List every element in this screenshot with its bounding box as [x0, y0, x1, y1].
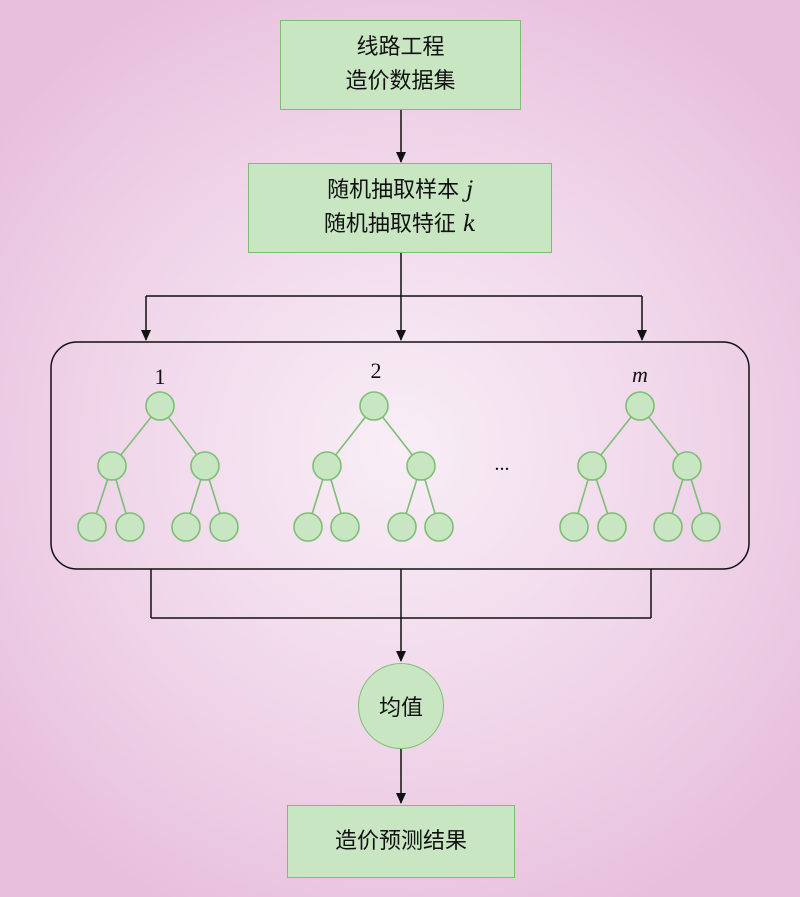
dataset-box: 线路工程 造价数据集 — [280, 20, 521, 110]
tree-2-leaf-node — [424, 512, 454, 542]
sampling-line-1: 随机抽取样本 j — [327, 174, 473, 208]
tree-label-1: 1 — [154, 364, 166, 389]
mean-node: 均值 — [358, 663, 444, 749]
tree-2-edge — [424, 479, 436, 514]
sampling-var-k: k — [462, 212, 477, 237]
tree-1-leaf-node — [115, 512, 145, 542]
tree-ellipsis: ... — [495, 453, 510, 475]
forest-container — [50, 341, 750, 570]
dataset-line-2: 造价数据集 — [345, 69, 456, 94]
tree-1-leaf-node — [171, 512, 201, 542]
tree-2-leaf-node — [330, 512, 360, 542]
tree-3-root-node — [625, 391, 655, 421]
tree-1-leaf-node — [209, 512, 239, 542]
tree-3-edge — [648, 416, 679, 456]
tree-1-edge — [115, 479, 127, 514]
tree-3-leaf-node — [597, 512, 627, 542]
mean-label: 均值 — [378, 696, 423, 721]
tree-3-edge — [577, 479, 589, 514]
tree-label-2: 2 — [370, 358, 382, 383]
dataset-line-1: 线路工程 — [356, 35, 445, 60]
tree-2-leaf-node — [293, 512, 323, 542]
tree-3-leaf-node — [559, 512, 589, 542]
tree-1-leaf-node — [77, 512, 107, 542]
sampling-var-j: j — [466, 178, 473, 203]
tree-3-leaf-node — [653, 512, 683, 542]
sampling-line-1-text: 随机抽取样本 — [327, 178, 460, 203]
result-box: 造价预测结果 — [287, 805, 515, 878]
sampling-box: 随机抽取样本 j 随机抽取特征 k — [248, 163, 552, 253]
tree-2-edge — [382, 416, 413, 456]
tree-1-edge — [189, 479, 202, 514]
tree-2-edge — [330, 479, 342, 514]
tree-label-m: m — [632, 362, 648, 387]
tree-2-leaf-node — [387, 512, 417, 542]
tree-2-edge — [335, 416, 366, 456]
tree-1-edge — [95, 479, 109, 514]
tree-2-edge — [311, 479, 324, 514]
tree-3-edge — [671, 479, 684, 514]
tree-2-edge — [405, 479, 418, 514]
tree-1-edge — [167, 416, 198, 456]
tree-3-internal-node — [672, 451, 702, 481]
result-label: 造价预测结果 — [334, 828, 467, 854]
sampling-line-2: 随机抽取特征 k — [324, 208, 476, 242]
decision-trees — [77, 391, 721, 542]
tree-1-edge — [120, 416, 152, 456]
tree-3-edge — [600, 416, 632, 456]
sampling-line-2-text: 随机抽取特征 — [323, 212, 456, 237]
tree-3-leaf-node — [691, 512, 721, 542]
tree-3-edge — [595, 479, 609, 514]
tree-3-internal-node — [577, 451, 607, 481]
tree-1-internal-node — [190, 451, 220, 481]
tree-2-internal-node — [312, 451, 342, 481]
tree-3-edge — [690, 479, 703, 514]
tree-2-internal-node — [406, 451, 436, 481]
tree-1-root-node — [145, 391, 175, 421]
tree-1-internal-node — [97, 451, 127, 481]
tree-2-root-node — [359, 391, 389, 421]
tree-1-edge — [208, 479, 221, 514]
